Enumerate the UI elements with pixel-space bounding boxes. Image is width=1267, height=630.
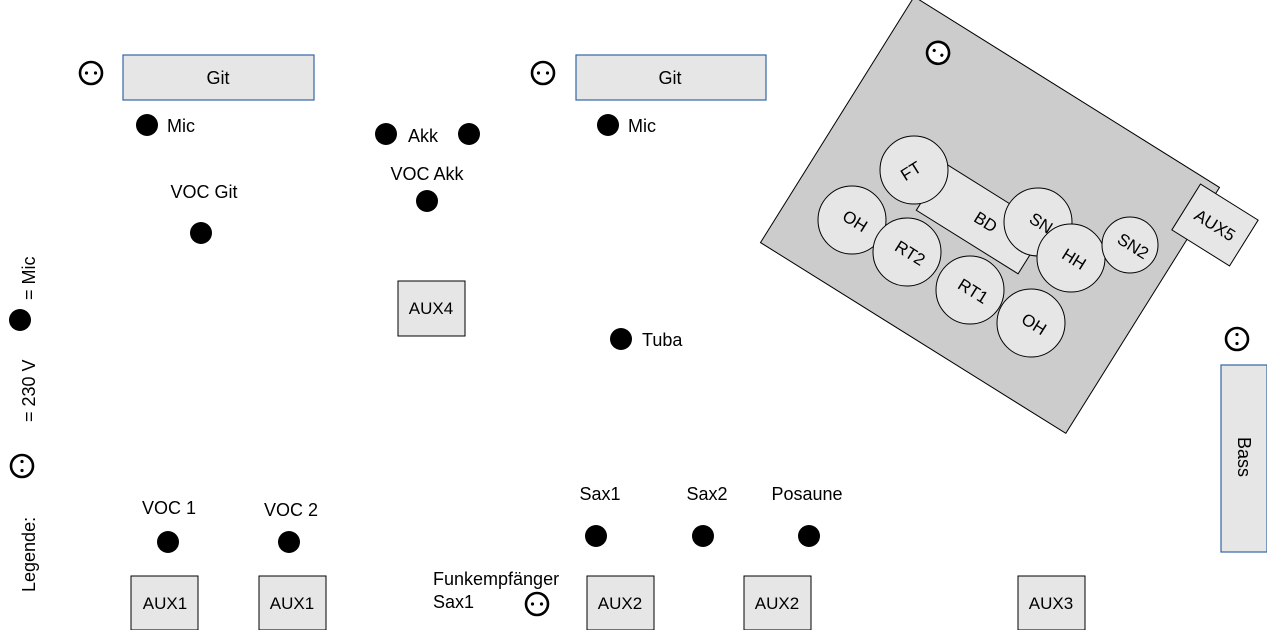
mic-icon: [585, 525, 607, 547]
aux5-box: [1171, 183, 1259, 267]
mic-icon: [416, 190, 438, 212]
guitar-right-mic-label: Mic: [628, 116, 656, 136]
accordion: Akk VOC Akk: [375, 123, 480, 212]
aux2a-label: AUX2: [598, 594, 642, 613]
sax1-label: Sax1: [579, 484, 620, 504]
power-socket-icon: [524, 591, 550, 617]
power-socket-icon: [9, 453, 35, 479]
overhead-left: [817, 185, 887, 255]
legend: Legende: = 230 V = Mic: [9, 256, 39, 592]
aux4-label: AUX4: [409, 299, 453, 318]
voc1-label: VOC 1: [142, 498, 196, 518]
sax2-label: Sax2: [686, 484, 727, 504]
mic-icon: [375, 123, 397, 145]
voc2-label: VOC 2: [264, 500, 318, 520]
guitar-amp-left-label: Git: [206, 68, 229, 88]
power-socket-icon: [1224, 326, 1250, 352]
guitar-left-mic-label: Mic: [167, 116, 195, 136]
mic-icon: [458, 123, 480, 145]
mic-icon: [136, 114, 158, 136]
aux3-box: [1017, 575, 1086, 630]
overhead-right: [996, 288, 1066, 358]
mic-icon: [278, 531, 300, 553]
legend-mic-text: = Mic: [19, 256, 39, 300]
aux1b-label: AUX1: [270, 594, 314, 613]
voc-akk-label: VOC Akk: [390, 164, 464, 184]
accordion-label: Akk: [408, 126, 439, 146]
guitar-amp-right: [575, 54, 767, 101]
aux5: AUX5: [1171, 183, 1259, 267]
bass-amp: [1220, 364, 1267, 553]
aux2-box-a: [586, 575, 655, 630]
snare-2: [1101, 216, 1159, 274]
posaune-label: Posaune: [771, 484, 842, 504]
mic-icon: [9, 309, 31, 331]
mic-icon: [692, 525, 714, 547]
drum-kit: FT OH RT2 RT1 SN HH SN2 OH: [817, 135, 1159, 358]
wireless-label-line1: Funkempfänger: [433, 569, 559, 589]
rack-tom-2: [872, 217, 942, 287]
power-socket-icon: [530, 60, 556, 86]
bass-label: Bass: [1234, 437, 1254, 477]
power-socket-icon: [78, 60, 104, 86]
aux2b-label: AUX2: [755, 594, 799, 613]
aux3-label: AUX3: [1029, 594, 1073, 613]
mic-icon: [157, 531, 179, 553]
guitar-left: Git Mic VOC Git: [78, 54, 315, 244]
aux1-box-a: [130, 575, 199, 630]
aux1a-label: AUX1: [143, 594, 187, 613]
aux2-box-b: [743, 575, 812, 630]
guitar-amp-left: [122, 54, 315, 101]
mic-icon: [610, 328, 632, 350]
legend-power-text: = 230 V: [19, 359, 39, 422]
legend-title: Legende:: [19, 517, 39, 592]
rack-tom-1: [935, 255, 1005, 325]
mic-icon: [798, 525, 820, 547]
aux4-box: [397, 280, 466, 337]
tuba-label: Tuba: [642, 330, 683, 350]
mic-icon: [190, 222, 212, 244]
voc-git-label: VOC Git: [170, 182, 237, 202]
guitar-right: Git Mic: [530, 54, 767, 136]
wireless-label-line2: Sax1: [433, 592, 474, 612]
guitar-amp-right-label: Git: [658, 68, 681, 88]
aux1-box-b: [258, 575, 327, 630]
floor-tom: [879, 135, 949, 205]
mic-icon: [597, 114, 619, 136]
